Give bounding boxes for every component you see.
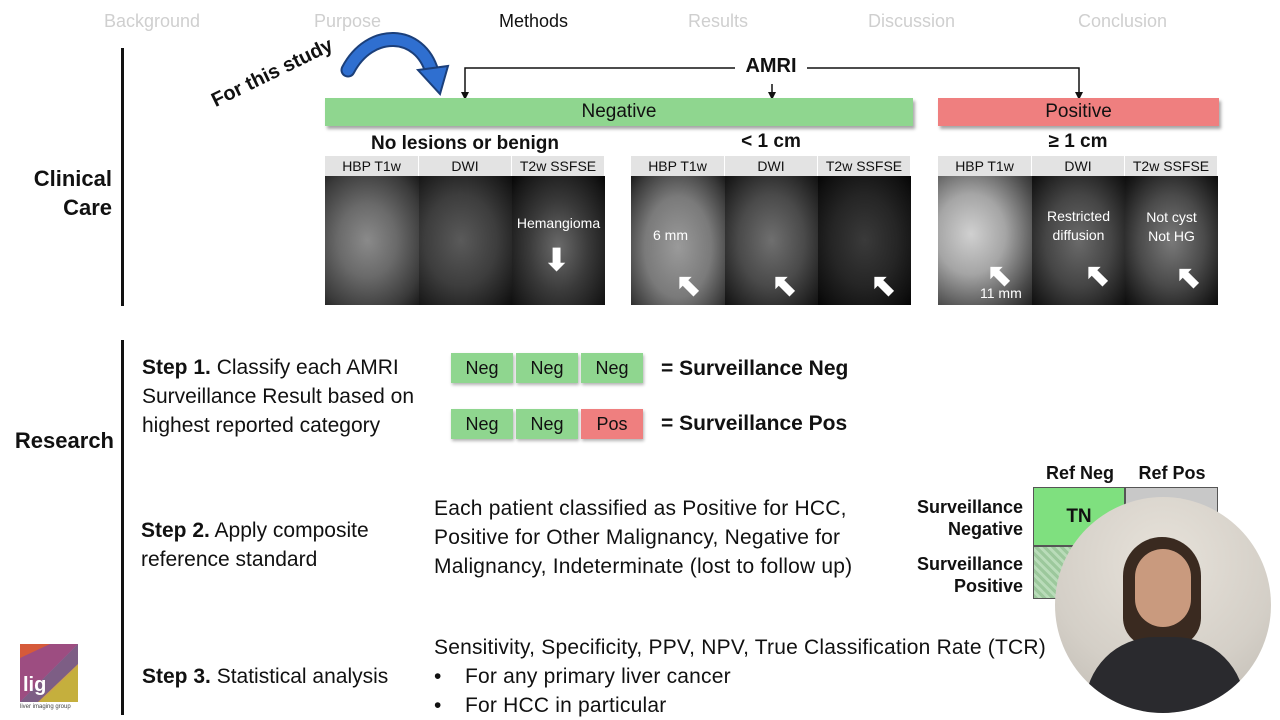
matrix-row-surveillance-positive: Surveillance Positive xyxy=(890,553,1023,597)
step1-title: Step 1. xyxy=(142,356,211,379)
matrix-row-surveillance-negative: Surveillance Negative xyxy=(890,496,1023,540)
presenter-face xyxy=(1135,549,1191,627)
category-lt1cm-label: < 1 cm xyxy=(741,131,801,152)
not-cyst-annotation: Not cyst xyxy=(1146,209,1197,225)
chip-neg: Neg xyxy=(581,353,643,383)
chip-neg: Neg xyxy=(516,409,578,439)
matrix-row2-line2: Positive xyxy=(953,576,1023,596)
research-label: Research xyxy=(14,428,114,453)
eleven-mm-annotation: 11 mm xyxy=(980,285,1022,301)
step1-line3: highest reported category xyxy=(142,414,381,437)
step2-desc-line3: Malignancy, Indeterminate (lost to follo… xyxy=(434,555,853,578)
matrix-header-ref-pos: Ref Pos xyxy=(1138,463,1206,483)
restricted-annotation-1: Restricted xyxy=(1046,208,1111,224)
research-divider-line xyxy=(121,340,124,715)
amri-label: AMRI xyxy=(745,55,797,77)
nav-item-background[interactable]: Background xyxy=(104,11,201,31)
bullet-item: •For any primary liver cancer xyxy=(434,665,731,688)
chip-pos: Pos xyxy=(581,409,643,439)
logo-text: lig xyxy=(23,674,47,696)
panel-header-t2w: T2w SSFSE xyxy=(1125,156,1218,176)
mri-image-t2w-lt1cm: ⬆ xyxy=(818,176,911,305)
step3-desc: Sensitivity, Specificity, PPV, NPV, True… xyxy=(434,636,1046,659)
mri-image-hbp-benign xyxy=(325,176,419,305)
arrow-down-icon: ⬇ xyxy=(544,244,570,277)
step3-description: Step 3. Statistical analysis xyxy=(142,662,388,691)
step3-stats-text: Sensitivity, Specificity, PPV, NPV, True… xyxy=(434,633,1046,720)
matrix-row1-line2: Negative xyxy=(947,519,1023,539)
lig-logo: lig xyxy=(20,644,78,702)
panel-header-hbp: HBP T1w xyxy=(325,156,419,176)
arrow-up-left-icon: ⬆ xyxy=(863,266,905,305)
clinical-divider-line xyxy=(121,48,124,306)
positive-bar: Positive xyxy=(938,98,1219,126)
for-this-study-label: For this study xyxy=(208,34,337,112)
amri-bracket xyxy=(461,67,1083,100)
curved-arrow-icon xyxy=(340,32,450,96)
chip-neg: Neg xyxy=(451,409,513,439)
negative-bar: Negative xyxy=(325,98,913,126)
mri-image-t2w-ge1cm: Not cyst Not HG ⬆ xyxy=(1125,176,1218,305)
mri-image-dwi-lt1cm: ⬆ xyxy=(725,176,818,305)
step2-desc-line1: Each patient classified as Positive for … xyxy=(434,497,847,520)
not-hg-annotation: Not HG xyxy=(1148,228,1195,244)
matrix-row2-line1: Surveillance xyxy=(916,554,1023,574)
panel-header-dwi: DWI xyxy=(419,156,512,176)
step2-line2: reference standard xyxy=(141,548,318,571)
arrow-up-left-icon: ⬆ xyxy=(1168,258,1210,300)
nav-item-purpose[interactable]: Purpose xyxy=(314,11,382,31)
arrow-up-left-icon: ⬆ xyxy=(764,266,806,305)
clinical-care-label-line1: Clinical xyxy=(33,166,112,191)
nav-item-discussion[interactable]: Discussion xyxy=(868,11,956,31)
bullet-text: For any primary liver cancer xyxy=(465,665,731,688)
presenter-body xyxy=(1085,637,1245,713)
mri-image-hbp-lt1cm: 6 mm ⬆ xyxy=(631,176,725,305)
restricted-annotation-2: diffusion xyxy=(1052,227,1105,243)
panel-header-dwi: DWI xyxy=(1032,156,1125,176)
mri-image-hbp-ge1cm: ⬆ 11 mm xyxy=(938,176,1032,305)
step2-description: Step 2. Apply composite reference standa… xyxy=(141,516,369,574)
presenter-webcam xyxy=(1055,497,1271,713)
chip-neg: Neg xyxy=(516,353,578,383)
clinical-care-label-line2: Care xyxy=(63,195,112,220)
nav-item-conclusion[interactable]: Conclusion xyxy=(1078,11,1168,31)
panel-header-t2w: T2w SSFSE xyxy=(512,156,605,176)
hemangioma-annotation: Hemangioma xyxy=(516,215,601,231)
bullet-item: •For HCC in particular xyxy=(434,694,667,717)
bullet-text: For HCC in particular xyxy=(465,694,667,717)
step2-title: Step 2. xyxy=(141,519,210,542)
step1-description: Step 1. Classify each AMRI Surveillance … xyxy=(142,353,414,440)
surveillance-neg-result: = Surveillance Neg xyxy=(661,357,849,380)
mri-image-dwi-benign xyxy=(419,176,512,305)
panel-header-dwi: DWI xyxy=(725,156,818,176)
step1-line2: Surveillance Result based on xyxy=(142,385,414,408)
matrix-row1-line1: Surveillance xyxy=(916,497,1023,517)
step2-desc-line2: Positive for Other Malignancy, Negative … xyxy=(434,526,841,549)
step3-label: Statistical analysis xyxy=(216,665,389,688)
mri-image-dwi-ge1cm: Restricted diffusion ⬆ xyxy=(1032,176,1125,305)
surveillance-pos-result: = Surveillance Pos xyxy=(661,412,848,435)
step3-title: Step 3. xyxy=(142,665,211,688)
category-ge1cm-label: ≥ 1 cm xyxy=(1048,131,1108,152)
panel-header-hbp: HBP T1w xyxy=(631,156,725,176)
nav-item-results[interactable]: Results xyxy=(688,11,749,31)
step2-line1: Apply composite xyxy=(214,519,369,542)
clinical-care-label: Clinical Care xyxy=(20,164,112,222)
matrix-header-ref-neg: Ref Neg xyxy=(1045,463,1114,483)
panel-header-t2w: T2w SSFSE xyxy=(818,156,911,176)
arrow-up-left-icon: ⬆ xyxy=(668,266,710,305)
step2-reference-text: Each patient classified as Positive for … xyxy=(434,494,852,581)
arrow-up-left-icon: ⬆ xyxy=(1077,256,1119,298)
chip-neg: Neg xyxy=(451,353,513,383)
logo-subtext: liver imaging group xyxy=(20,704,71,710)
category-benign-label: No lesions or benign xyxy=(371,133,559,154)
step1-line1: Classify each AMRI xyxy=(216,356,399,379)
mri-image-t2w-benign: Hemangioma ⬇ xyxy=(512,176,605,305)
panel-header-hbp: HBP T1w xyxy=(938,156,1032,176)
nav-item-methods[interactable]: Methods xyxy=(499,11,569,31)
six-mm-annotation: 6 mm xyxy=(653,227,688,243)
